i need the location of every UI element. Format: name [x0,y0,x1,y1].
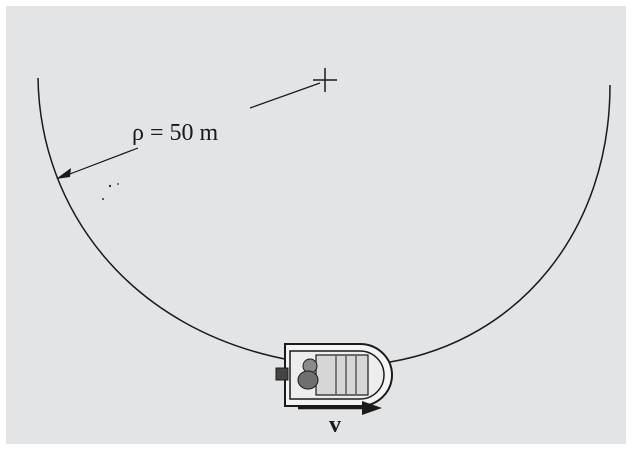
radius-line-upper [249,82,321,109]
center-mark [313,68,337,92]
velocity-arrowhead [362,401,382,415]
circular-track [37,77,611,363]
speck [108,184,112,188]
speck [117,183,119,185]
velocity-label: v [329,412,341,438]
boat-motor [275,367,289,381]
radius-label: ρ = 50 m [132,120,219,146]
boat-seat [315,354,369,396]
boat [275,343,393,407]
radius-arrowhead [56,168,71,179]
passenger-body [297,370,319,390]
radius-line-lower [61,147,139,178]
speck [102,198,104,200]
